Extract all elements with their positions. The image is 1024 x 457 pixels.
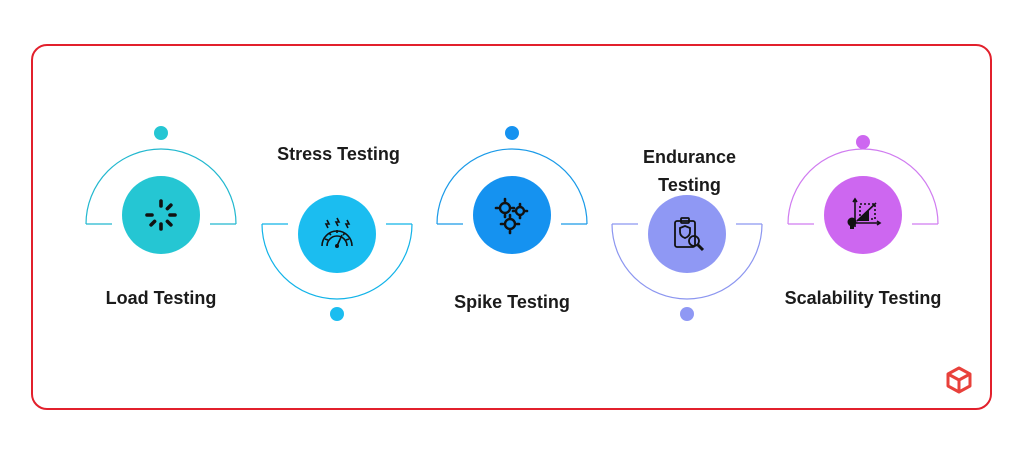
stage-label-load-testing: Load Testing <box>105 288 217 308</box>
spike-testing-dot <box>505 126 519 140</box>
stress-testing-dot <box>330 307 344 321</box>
brand-cube-logo-icon <box>946 366 972 394</box>
load-testing-dot <box>154 126 168 140</box>
load-testing-arc <box>85 148 237 225</box>
stage-label-scalability-testing: Scalability Testing <box>784 288 942 308</box>
stage-label-endurance-testing: Endurance Testing <box>642 147 737 195</box>
speedometer-gauge-icon <box>298 195 376 273</box>
scalability-testing-arc <box>787 148 939 225</box>
stage-label-stress-testing: Stress Testing <box>277 144 400 164</box>
gears-icon <box>473 176 551 254</box>
scalability-chart-icon <box>824 176 902 254</box>
stress-testing-arc <box>261 223 413 300</box>
scalability-testing-dot <box>856 135 870 149</box>
endurance-testing-arc <box>611 223 763 300</box>
stage-label-spike-testing: Spike Testing <box>454 292 570 312</box>
endurance-testing-dot <box>680 307 694 321</box>
loading-spinner-icon <box>122 176 200 254</box>
spike-testing-arc <box>436 148 588 225</box>
diagram-frame <box>31 44 992 410</box>
clipboard-search-icon <box>648 195 726 273</box>
